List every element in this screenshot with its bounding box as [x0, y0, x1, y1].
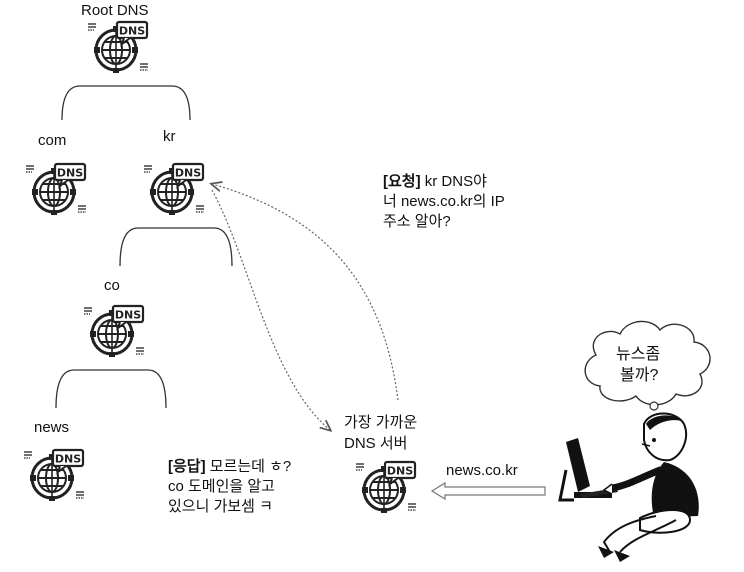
svg-text:DNS: DNS	[57, 167, 83, 180]
root-dns-icon: DNS	[86, 18, 154, 74]
thought-line2: 볼까?	[620, 367, 659, 384]
co-dns-icon: DNS	[82, 302, 150, 358]
tree-bracket-kr	[119, 227, 233, 267]
root-dns-label: Root DNS	[81, 2, 149, 19]
kr-dns-icon: DNS	[142, 160, 210, 216]
response-note-line1: [응답] 모르는데 ㅎ?	[168, 457, 291, 477]
query-arrow	[430, 481, 546, 501]
nearest-dns-label-2: DNS 서버	[344, 435, 408, 452]
query-domain-label: news.co.kr	[446, 462, 518, 479]
request-note-line3: 주소 알아?	[383, 213, 451, 230]
svg-text:DNS: DNS	[115, 309, 141, 322]
response-note-line3: 있으니 가보셈 ㅋ	[168, 498, 273, 515]
tree-bracket-root	[61, 85, 191, 121]
request-note-line1: [요청] kr DNS야	[383, 172, 487, 192]
news-dns-icon: DNS	[22, 446, 90, 502]
nearest-dns-label-1: 가장 가까운	[344, 414, 418, 431]
news-dns-label: news	[34, 419, 70, 436]
co-dns-label: co	[104, 277, 120, 294]
svg-text:DNS: DNS	[175, 167, 201, 180]
request-line1-text: kr DNS야	[420, 173, 487, 190]
response-line1-text: 모르는데 ㅎ?	[205, 458, 292, 475]
com-dns-icon: DNS	[24, 160, 92, 216]
response-curve	[211, 189, 330, 430]
response-note-line2: co 도메인을 알고	[168, 478, 275, 495]
nearest-dns-icon: DNS	[354, 458, 422, 514]
response-tag: [응답]	[168, 458, 206, 475]
com-dns-label: com	[38, 132, 67, 149]
kr-dns-label: kr	[163, 128, 176, 145]
thought-line1: 뉴스좀	[616, 346, 661, 363]
svg-text:DNS: DNS	[119, 25, 145, 38]
request-note-line2: 너 news.co.kr의 IP	[383, 193, 505, 210]
request-tag: [요청]	[383, 173, 421, 190]
svg-text:DNS: DNS	[55, 453, 81, 466]
svg-text:DNS: DNS	[387, 465, 413, 478]
request-curve	[212, 184, 399, 401]
tree-bracket-co	[55, 369, 167, 409]
